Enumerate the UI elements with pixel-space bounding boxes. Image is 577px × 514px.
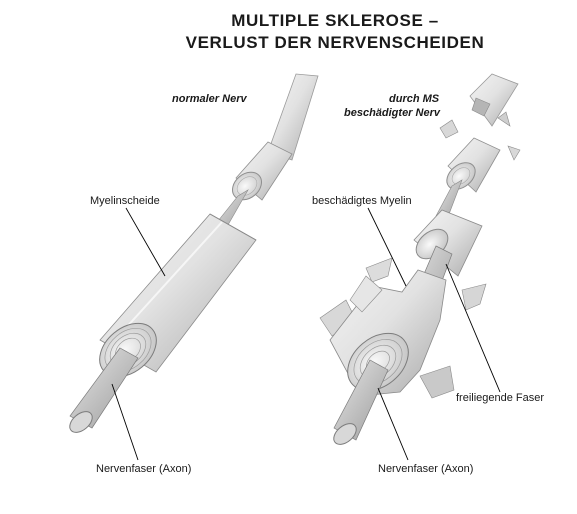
title-line-1: MULTIPLE SKLEROSE – (231, 11, 439, 30)
leader-nerve-fiber-right (377, 387, 409, 461)
label-damaged-myelin: beschädigtes Myelin (312, 195, 412, 207)
title-line-2: VERLUST DER NERVENSCHEIDEN (185, 33, 485, 52)
label-nerve-fiber-right: Nervenfaser (Axon) (378, 463, 474, 475)
normal-nerve-drawing (69, 73, 319, 433)
leader-exposed-fiber (445, 263, 501, 393)
leader-myelin-sheath (125, 207, 166, 277)
label-normal-nerve: normaler Nerv (172, 93, 247, 105)
label-exposed-fiber: freiliegende Faser (456, 392, 545, 404)
label-damaged-nerve-line-2: beschädigter Nerv (344, 107, 440, 119)
damaged-nerve-drawing (319, 73, 521, 445)
page-title: MULTIPLE SKLEROSE – VERLUST DER NERVENSC… (170, 10, 500, 54)
label-damaged-nerve-line-1: durch MS (389, 93, 440, 105)
label-myelin-sheath: Myelinscheide (90, 195, 160, 207)
leader-lines (111, 207, 501, 461)
label-nerve-fiber-left: Nervenfaser (Axon) (96, 463, 192, 475)
leader-nerve-fiber-left (111, 383, 139, 461)
leader-damaged-myelin (367, 207, 407, 287)
